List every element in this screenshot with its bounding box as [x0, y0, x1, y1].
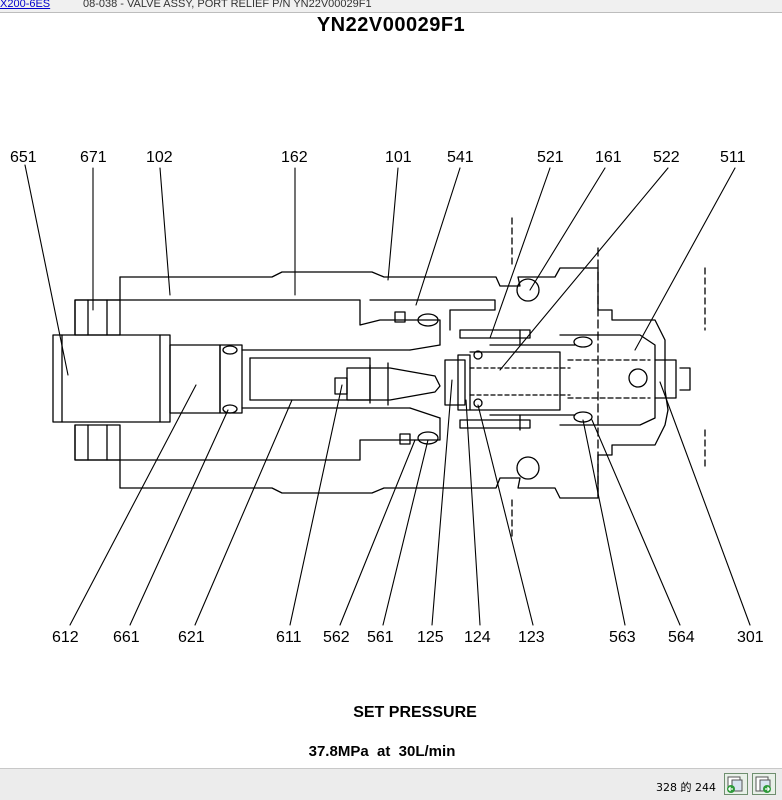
callout-161: 161: [595, 149, 622, 166]
title-bar: X200-6ES 08-038 - VALVE ASSY, PORT RELIE…: [0, 0, 782, 13]
callout-521: 521: [537, 149, 564, 166]
callout-621: 621: [178, 629, 205, 646]
page-forward-icon: [755, 776, 771, 793]
model-link[interactable]: X200-6ES: [0, 0, 51, 10]
callout-124: 124: [464, 629, 491, 646]
callout-671: 671: [80, 149, 107, 166]
section-title: 08-038 - VALVE ASSY, PORT RELIEF P/N YN2…: [83, 0, 372, 10]
page-back-icon: [727, 776, 743, 793]
callout-102: 102: [146, 149, 173, 166]
callout-123: 123: [518, 629, 545, 646]
callout-101: 101: [385, 149, 412, 166]
callout-125: 125: [417, 629, 444, 646]
callout-564: 564: [668, 629, 695, 646]
page-indicator: 328 的 244: [656, 781, 716, 794]
callout-612: 612: [52, 629, 79, 646]
callout-561: 561: [367, 629, 394, 646]
callout-562: 562: [323, 629, 350, 646]
set-pressure-heading: SET PRESSURE: [353, 704, 477, 721]
callout-563: 563: [609, 629, 636, 646]
callout-651: 651: [10, 149, 37, 166]
part-number-title: YN22V00029F1: [316, 14, 466, 36]
callout-541: 541: [447, 149, 474, 166]
next-page-button[interactable]: [752, 773, 776, 795]
valve-drawing: 651 671 102 162 101 541 521 161 522 511 …: [10, 149, 764, 646]
prev-page-button[interactable]: [724, 773, 748, 795]
callout-611: 611: [276, 629, 302, 646]
callout-511: 511: [720, 149, 746, 166]
callout-661: 661: [113, 629, 140, 646]
callout-labels: 651 671 102 162 101 541 521 161 522 511 …: [10, 149, 764, 646]
valve-body: [52, 217, 706, 541]
callout-162: 162: [281, 149, 308, 166]
set-pressure-value: 37.8MPa at 30L/min: [308, 743, 456, 760]
leader-lines: [24, 164, 751, 626]
navigation-bar: 328 的 244: [0, 768, 782, 800]
callout-522: 522: [653, 149, 680, 166]
callout-301: 301: [737, 629, 764, 646]
